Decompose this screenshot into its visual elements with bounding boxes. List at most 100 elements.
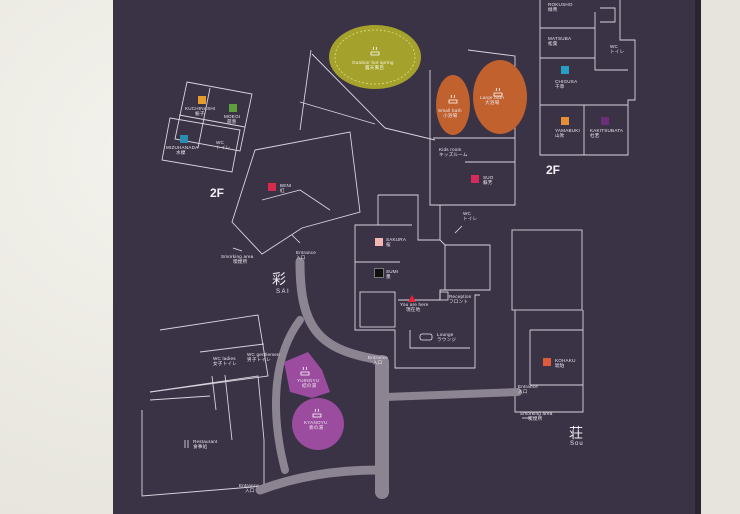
walkway-bottom	[255, 465, 383, 495]
kyanoyu-icon	[312, 408, 322, 418]
west-building-outline	[149, 314, 269, 393]
sumi-color-swatch	[374, 268, 384, 278]
suo-color-swatch	[471, 175, 479, 183]
outdoor-spring-icon	[370, 46, 380, 56]
kohaku-color-swatch	[543, 358, 551, 366]
right-building-outline	[539, 0, 636, 156]
you-are-here-marker	[408, 295, 416, 302]
corridor-line	[299, 49, 312, 131]
sai-inner-line	[261, 189, 331, 211]
smoking-icon-left	[232, 247, 243, 252]
beni-color-swatch	[268, 183, 276, 191]
lounge-sofa-icon	[419, 333, 433, 341]
smoking-icons	[232, 247, 531, 419]
bath-icons	[300, 46, 503, 418]
kyanoyu-bath-area	[292, 398, 344, 450]
mizuhanada-color-swatch	[180, 135, 188, 143]
wc-block-outline	[439, 205, 491, 291]
corridor-line	[311, 53, 386, 129]
kuchinashi-color-swatch	[198, 96, 206, 104]
room-divider	[149, 395, 211, 401]
room-divider	[211, 375, 217, 411]
large-bath-area	[473, 60, 527, 134]
stair-icons	[291, 225, 463, 244]
large-bath-icon	[493, 87, 503, 97]
board-edge	[695, 0, 701, 514]
sakura-color-swatch	[375, 238, 383, 246]
lounge-outline	[409, 330, 470, 349]
yuingyu-icon	[300, 366, 310, 376]
walkway-sai	[295, 257, 385, 365]
restaurant-icon	[184, 440, 189, 448]
room-divider	[594, 12, 628, 71]
sai-building-outline	[231, 131, 361, 255]
chigusa-color-swatch	[561, 66, 569, 74]
reception-icon	[439, 291, 449, 301]
sou-upper-block	[511, 229, 583, 311]
floor-label-left: 2F	[210, 186, 225, 200]
central-building-outline	[354, 195, 480, 369]
sou-roman: Sou	[570, 441, 584, 447]
central-block	[359, 291, 396, 328]
bath-wing-outline	[429, 49, 516, 206]
corridor-line	[384, 127, 436, 141]
room-divider	[197, 87, 211, 149]
walkway-baths	[272, 316, 304, 474]
walkways	[255, 257, 522, 499]
sai-kanji: 彩	[272, 271, 287, 287]
room-cluster-outline-lower	[161, 117, 241, 173]
corridor-line	[299, 101, 376, 125]
room-divider	[199, 343, 265, 353]
stair-box	[600, 7, 616, 23]
yamabuki-color-swatch	[561, 117, 569, 125]
floor-label-right: 2F	[546, 163, 561, 177]
room-divider	[178, 114, 246, 128]
building-outlines	[141, 0, 636, 497]
outdoor-spring-edge	[334, 29, 416, 85]
small-bath-area	[436, 75, 470, 135]
kakitsubata-color-swatch	[601, 117, 609, 125]
room-cluster-outline-top	[174, 81, 253, 152]
central-building-outline	[378, 194, 440, 241]
walkway-sou	[381, 388, 522, 401]
sou-kanji: 荘	[569, 425, 584, 441]
sou-building-outline	[514, 310, 584, 413]
floor-map-board	[113, 0, 695, 514]
outdoor-hot-spring-area	[329, 25, 421, 89]
moegi-color-swatch	[229, 104, 237, 112]
